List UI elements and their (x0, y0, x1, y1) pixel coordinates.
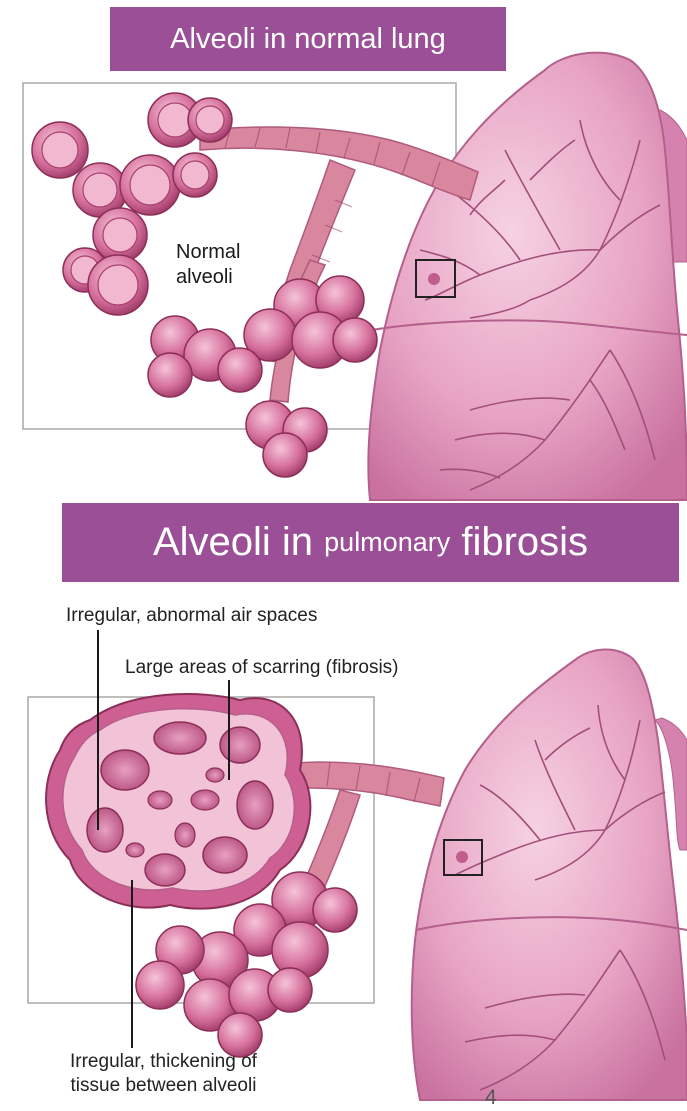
normal-alveoli-cluster-right (148, 276, 377, 477)
normal-alveoli-label: Normal alveoli (176, 240, 240, 290)
thickening-label: Irregular, thickening of tissue between … (70, 1050, 257, 1098)
irregular-air-spaces-label: Irregular, abnormal air spaces (66, 604, 317, 628)
fibrosis-banner: Alveoli in pulmonary fibrosis (62, 503, 679, 582)
fibrosis-lung-illustration (412, 650, 687, 1100)
normal-lung-title: Alveoli in normal lung (170, 23, 446, 56)
page-number: 4 (485, 1086, 497, 1110)
normal-lung-illustration (368, 53, 687, 500)
normal-lung-banner: Alveoli in normal lung (110, 7, 506, 71)
thickening-label-line1: Irregular, thickening of (70, 1050, 257, 1074)
fibrosis-title-part2: pulmonary (324, 527, 450, 558)
normal-alveoli-label-line2: alveoli (176, 265, 240, 290)
fibrotic-alveolus (46, 694, 310, 909)
fibrosis-title-part1: Alveoli in (153, 520, 313, 565)
fibrosis-title-part3: fibrosis (461, 520, 588, 565)
normal-alveoli-label-line1: Normal (176, 240, 240, 265)
thickening-label-line2: tissue between alveoli (70, 1074, 257, 1098)
scarring-label: Large areas of scarring (fibrosis) (125, 656, 399, 680)
